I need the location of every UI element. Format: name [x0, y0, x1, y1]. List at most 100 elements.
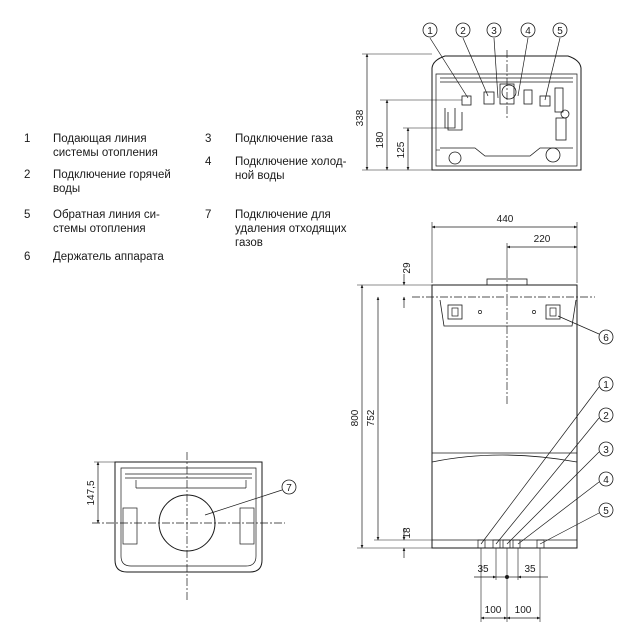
callout-front-5: 5 — [603, 506, 609, 517]
holder-slot — [447, 304, 463, 320]
legend-number: 4 — [205, 156, 212, 168]
callout-circle — [598, 329, 614, 345]
callout-circle — [598, 441, 614, 457]
legend-number: 6 — [24, 251, 31, 263]
legend-item-6: 6 Держатель аппарата — [24, 250, 194, 266]
callout-front-2: 2 — [603, 411, 609, 422]
top-view-casing — [431, 55, 582, 171]
front-view-dimension-labels: 440 220 29 800 752 18 35 35 100 100 — [350, 214, 551, 616]
dim-half-width: 220 — [534, 234, 551, 245]
legend-item-5: 5 Обратная линия си- стемы отопления — [24, 208, 194, 238]
dim-bottom-offset: 18 — [402, 527, 413, 539]
pump — [501, 84, 517, 100]
legend-item-1: 1 Подающая линия системы отопления — [24, 132, 194, 162]
legend-number: 5 — [24, 209, 31, 221]
dim-pitch-35-left: 35 — [477, 564, 489, 575]
bottom-view-labels: 147,5 7 — [86, 479, 297, 506]
callout-circle — [598, 502, 614, 518]
bottom-view — [92, 452, 285, 600]
pipe-fitting — [554, 87, 564, 113]
connection-stub — [502, 539, 511, 549]
callout-front-3: 3 — [603, 445, 609, 456]
dim-top-125: 125 — [396, 141, 407, 158]
pipe-fitting — [555, 117, 567, 141]
dim-pitch-100-left: 100 — [485, 605, 502, 616]
side-block — [239, 507, 255, 545]
holder-bracket — [439, 299, 577, 327]
front-casing — [431, 284, 578, 549]
holder-slot — [451, 307, 459, 317]
callout-bottom-7: 7 — [286, 483, 292, 494]
legend-text: Обратная линия си- стемы отопления — [53, 209, 160, 235]
top-view-dimension-labels: 338 180 125 — [355, 109, 407, 158]
drain-circle — [545, 147, 561, 163]
dim-top-180: 180 — [375, 131, 386, 148]
dim-holder-height: 752 — [366, 409, 377, 426]
lower-housing — [440, 147, 573, 157]
dim-total-height: 800 — [350, 409, 361, 426]
top-view-inner — [435, 73, 578, 167]
legend-text: Подключение горячей воды — [53, 169, 171, 195]
callout-front-6: 6 — [603, 333, 609, 344]
callout-circle — [552, 22, 568, 38]
callout-front-4: 4 — [603, 475, 609, 486]
pipe-fitting — [483, 91, 495, 105]
pipe-run — [447, 112, 463, 131]
legend-item-4: 4 Подключение холод- ной воды — [205, 155, 355, 185]
connection-circle — [560, 109, 570, 119]
legend-text: Подключение газа — [235, 133, 333, 145]
pipe-fitting — [539, 95, 551, 107]
connection-stub — [477, 539, 486, 549]
front-callout-labels: 6 1 2 3 4 5 — [603, 333, 609, 517]
top-view — [362, 37, 582, 171]
dim-top-offset: 29 — [402, 262, 413, 274]
pipe-fitting — [523, 89, 533, 105]
callout-top-4: 4 — [525, 26, 531, 37]
front-panel-curve — [431, 454, 578, 463]
pipe-run — [444, 108, 456, 129]
legend-number: 7 — [205, 209, 212, 221]
legend-text: Подключение для удаления отходящих газов — [235, 209, 347, 249]
callout-top-1: 1 — [427, 26, 433, 37]
legend-number: 3 — [205, 133, 212, 145]
holder-slot — [545, 304, 561, 320]
holder-slot — [549, 307, 557, 317]
dim-width: 440 — [497, 214, 514, 225]
legend-item-3: 3 Подключение газа — [205, 132, 355, 148]
legend-item-7: 7 Подключение для удаления отходящих газ… — [205, 208, 355, 252]
top-callout-labels: 1 2 3 4 5 — [427, 26, 563, 37]
bottom-view-casing — [114, 461, 263, 573]
legend-item-2: 2 Подключение горячей воды — [24, 168, 194, 198]
dim-flue-offset: 147,5 — [86, 480, 97, 505]
front-callouts — [598, 329, 614, 518]
callout-circle — [486, 22, 502, 38]
legend-number: 2 — [24, 169, 31, 181]
pipe-fitting — [461, 95, 472, 106]
connection-stub — [512, 539, 521, 549]
dim-pitch-35-right: 35 — [524, 564, 536, 575]
legend-text: Подающая линия системы отопления — [53, 133, 158, 159]
callout-top-3: 3 — [491, 26, 497, 37]
front-view — [357, 222, 600, 622]
top-callouts — [422, 22, 568, 38]
bottom-view-inner — [120, 467, 257, 567]
callout-circle — [281, 479, 297, 495]
connection-stub — [492, 539, 501, 549]
legend-text: Подключение холод- ной воды — [235, 156, 347, 182]
callout-front-1: 1 — [603, 380, 609, 391]
callout-circle — [598, 407, 614, 423]
callout-top-5: 5 — [557, 26, 563, 37]
legend-number: 1 — [24, 133, 31, 145]
legend-text: Держатель аппарата — [53, 251, 164, 263]
callout-circle — [455, 22, 471, 38]
callout-circle — [422, 22, 438, 38]
dim-pitch-100-right: 100 — [515, 605, 532, 616]
drain-circle — [448, 151, 462, 165]
callout-top-2: 2 — [460, 26, 466, 37]
connection-stub — [536, 539, 545, 549]
side-block — [122, 507, 138, 545]
callout-circle — [520, 22, 536, 38]
callout-circle — [598, 471, 614, 487]
callout-circle — [598, 376, 614, 392]
